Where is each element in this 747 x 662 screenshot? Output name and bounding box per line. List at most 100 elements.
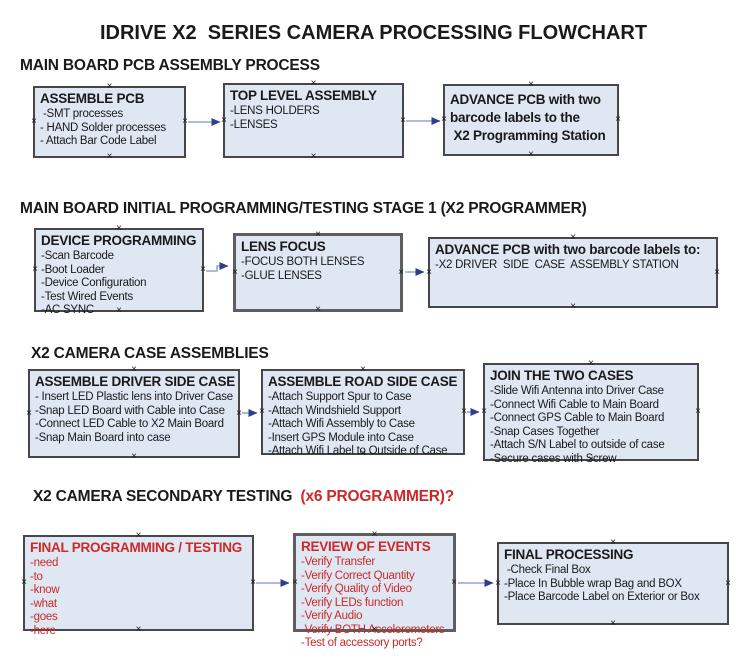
flow-box-join-the-two-cases[interactable]: × × × × JOIN THE TWO CASES -Slide Wifi A…: [481, 359, 701, 465]
box-item: -Snap LED Board with Cable into Case: [35, 404, 225, 417]
box-item: -Connect Wifi Cable to Main Board: [490, 398, 659, 411]
box-heading: LENS FOCUS: [241, 239, 326, 254]
box-item: -GLUE LENSES: [241, 269, 322, 282]
connection-handle-icon: ×: [360, 364, 366, 375]
box-heading: JOIN THE TWO CASES: [490, 368, 634, 383]
connection-handle-icon: ×: [481, 406, 487, 417]
connection-handle-icon: ×: [570, 301, 576, 312]
box-items: -FOCUS BOTH LENSES-GLUE LENSES: [236, 256, 400, 283]
box-heading: ADVANCE PCB with two barcode labels to t…: [450, 92, 606, 143]
flow-box-advance-to-driver-side-station[interactable]: × × × × ADVANCE PCB with two barcode lab…: [426, 233, 720, 312]
box-item: -Place Barcode Label on Exterior or Box: [504, 591, 700, 603]
box-item: -Insert GPS Module into Case: [268, 431, 414, 444]
flow-box-final-programming-testing[interactable]: × × × × FINAL PROGRAMMING / TESTING -nee…: [21, 531, 256, 637]
flow-box-lens-focus[interactable]: × × × × LENS FOCUS -FOCUS BOTH LENSES-GL…: [232, 229, 404, 315]
connection-handle-icon: ×: [588, 358, 594, 369]
box-item: -Verify BOTH Accelerometers: [301, 623, 445, 636]
section-header-red-suffix: (x6 PROGRAMMER)?: [296, 488, 455, 505]
box-heading: ASSEMBLE ROAD SIDE CASE: [268, 374, 458, 389]
section-header-text: X2 CAMERA SECONDARY TESTING: [33, 488, 297, 505]
box-heading: DEVICE PROGRAMMING: [41, 233, 197, 248]
box-item: -AC SYNC: [41, 304, 94, 316]
box-item: - HAND Solder processes: [40, 121, 166, 134]
box-items: -Check Final Box-Place In Bubble wrap Ba…: [499, 564, 727, 605]
box-heading: ASSEMBLE PCB: [40, 91, 145, 106]
box-item: -Boot Loader: [41, 263, 105, 276]
box-items: - Insert LED Plastic lens into Driver Ca…: [30, 391, 238, 445]
box-item: - Attach Bar Code Label: [40, 135, 157, 147]
connection-handle-icon: ×: [236, 407, 242, 419]
connection-handle-icon: ×: [26, 407, 32, 419]
box-item: -Verify Quality of Video: [301, 583, 412, 595]
flow-box-assemble-pcb[interactable]: × × × × ASSEMBLE PCB -SMT processes- HAN…: [31, 82, 188, 162]
box-items: -Attach Support Spur to Case-Attach Wind…: [263, 391, 463, 459]
connector-arrow-programming-to-lensfocus[interactable]: [206, 262, 229, 272]
box-items: -Verify Transfer-Verify Correct Quantity…: [296, 556, 453, 651]
box-item: -know: [30, 584, 60, 596]
connection-handle-icon: ×: [116, 223, 122, 234]
connection-handle-icon: ×: [106, 151, 113, 162]
page-title: IDRIVE X2 SERIES CAMERA PROCESSING FLOWC…: [99, 22, 648, 44]
box-item: -X2 DRIVER SIDE CASE ASSEMBLY STATION: [435, 259, 679, 271]
box-item: -Verify Transfer: [301, 556, 375, 568]
connection-handle-icon: ×: [610, 618, 616, 629]
box-item: -SMT processes: [40, 108, 123, 120]
box-item: -Slide Wifi Antenna into Driver Case: [490, 385, 664, 397]
connection-handle-icon: ×: [182, 116, 188, 127]
connection-handle-icon: ×: [398, 266, 404, 278]
connection-handle-icon: ×: [528, 149, 534, 160]
box-items: -LENS HOLDERS-LENSES: [225, 105, 402, 132]
box-heading: TOP LEVEL ASSEMBLY: [230, 88, 377, 103]
box-heading: FINAL PROCESSING: [504, 547, 634, 562]
connection-handle-icon: ×: [250, 577, 256, 588]
flow-box-final-processing[interactable]: × × × × FINAL PROCESSING -Check Final Bo…: [495, 538, 731, 629]
connection-handle-icon: ×: [31, 116, 37, 127]
connection-handle-icon: ×: [315, 229, 321, 240]
box-item: -Test Wired Events: [41, 290, 133, 303]
section-header-initial-programming: MAIN BOARD INITIAL PROGRAMMING/TESTING S…: [20, 200, 587, 217]
box-item: -Connect LED Cable to X2 Main Board: [35, 418, 224, 430]
connection-handle-icon: ×: [106, 81, 113, 92]
connection-handle-icon: ×: [116, 305, 122, 316]
flow-box-assemble-road-side-case[interactable]: × × × × ASSEMBLE ROAD SIDE CASE -Attach …: [259, 365, 467, 459]
connection-handle-icon: ×: [360, 448, 366, 459]
box-item: -goes: [30, 611, 58, 623]
section-header-case-assemblies: X2 CAMERA CASE ASSEMBLIES: [31, 345, 269, 362]
box-item: -Verify Audio: [301, 610, 363, 622]
flow-box-review-of-events[interactable]: × × × × REVIEW OF EVENTS -Verify Transfe…: [292, 530, 457, 650]
connection-handle-icon: ×: [135, 530, 142, 541]
connection-handle-icon: ×: [131, 364, 137, 375]
connection-handle-icon: ×: [310, 151, 317, 162]
box-item: -Verify LEDs function: [301, 596, 404, 609]
box-heading: REVIEW OF EVENTS: [301, 539, 431, 554]
box-items: -SMT processes- HAND Solder processes- A…: [35, 108, 184, 149]
box-item: -Attach Wifi Assembly to Case: [268, 418, 415, 430]
connection-handle-icon: ×: [32, 264, 38, 275]
connection-handle-icon: ×: [615, 114, 621, 125]
connection-handle-icon: ×: [461, 406, 467, 417]
flow-box-top-level-assembly[interactable]: × × × × TOP LEVEL ASSEMBLY -LENS HOLDERS…: [221, 79, 406, 162]
connection-handle-icon: ×: [221, 114, 227, 126]
connection-handle-icon: ×: [451, 576, 457, 588]
box-item: -Attach S/N Label to outside of case: [490, 439, 665, 451]
box-item: -LENSES: [230, 118, 278, 131]
connection-handle-icon: ×: [495, 577, 501, 589]
flow-box-device-programming[interactable]: × × × × DEVICE PROGRAMMING -Scan Barcode…: [32, 224, 206, 317]
connection-handle-icon: ×: [315, 304, 321, 315]
connection-handle-icon: ×: [610, 537, 616, 548]
box-item: -need: [30, 557, 59, 569]
box-item: -to: [30, 570, 43, 583]
connection-handle-icon: ×: [725, 577, 731, 589]
connection-handle-icon: ×: [426, 266, 432, 278]
box-item: -Snap Main Board into case: [35, 431, 171, 444]
connection-handle-icon: ×: [292, 576, 298, 588]
box-item: -Scan Barcode: [41, 250, 114, 262]
flow-box-assemble-driver-side-case[interactable]: × × × × ASSEMBLE DRIVER SIDE CASE - Inse…: [26, 365, 242, 462]
box-item: -what: [30, 597, 57, 610]
flow-box-advance-to-programming-station[interactable]: × × × × ADVANCE PCB with two barcode lab…: [441, 80, 621, 160]
box-item: -Verify Correct Quantity: [301, 569, 415, 582]
connection-handle-icon: ×: [21, 577, 27, 588]
box-heading: FINAL PROGRAMMING / TESTING: [30, 540, 242, 555]
connection-handle-icon: ×: [135, 624, 142, 635]
